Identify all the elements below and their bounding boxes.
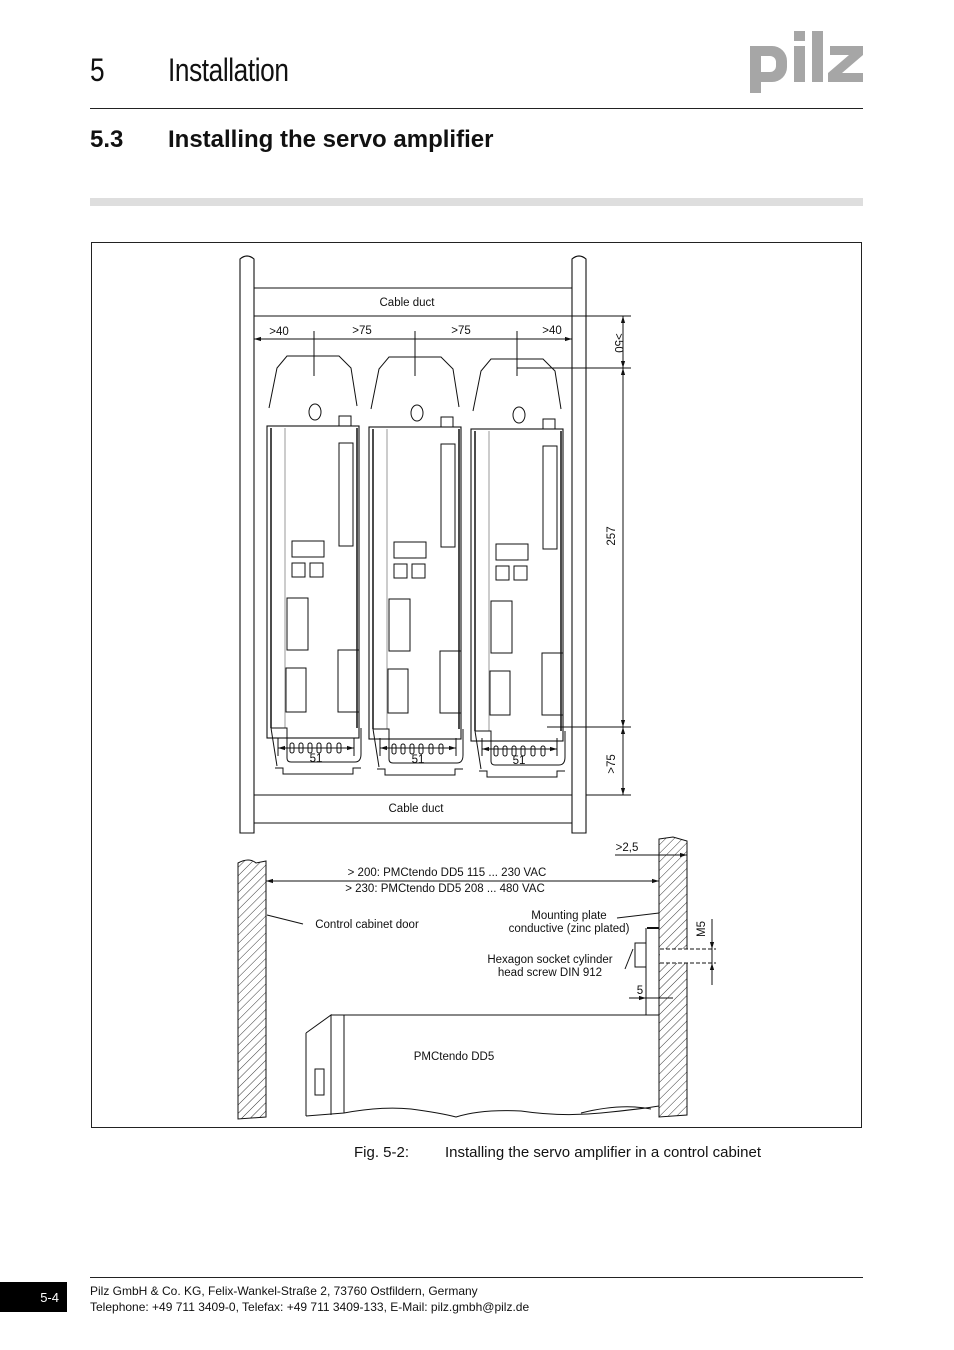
figure-caption-label: Fig. 5-2: xyxy=(354,1144,410,1161)
screw-label-1: Hexagon socket cylinder xyxy=(487,954,612,966)
top-cable-duct-label: Cable duct xyxy=(380,297,436,309)
screw-label-2: head screw DIN 912 xyxy=(498,967,602,979)
unit-width-1: 51 xyxy=(310,753,323,765)
depth-label-2: > 230: PMCtendo DD5 208 ... 480 VAC xyxy=(345,883,545,895)
servo-unit-1 xyxy=(266,355,362,775)
mounting-plate-label-1: Mounting plate xyxy=(531,910,606,922)
door-label: Control cabinet door xyxy=(315,919,419,931)
cabinet-door xyxy=(237,859,267,1120)
spacing-2-3: >75 xyxy=(451,325,471,337)
section-divider-bar xyxy=(90,198,863,206)
screw-offset-label: 5 xyxy=(637,985,643,997)
spacing-1-2: >75 xyxy=(352,325,372,337)
figure-caption-text: Installing the servo amplifier in a cont… xyxy=(445,1144,761,1161)
footer-rule xyxy=(90,1277,863,1278)
page-number: 5-4 xyxy=(0,1282,67,1312)
top-clearance: >50 xyxy=(612,333,624,353)
unit-width-3: 51 xyxy=(513,755,526,767)
installation-diagram: Cable duct >40 >75 >75 >40 51 51 51 xyxy=(237,255,716,1120)
depth-label-1: > 200: PMCtendo DD5 115 ... 230 VAC xyxy=(348,867,547,879)
spacing-right: >40 xyxy=(542,325,562,337)
left-rail xyxy=(239,255,255,834)
servo-unit-3 xyxy=(470,358,566,778)
spacing-left: >40 xyxy=(269,326,289,338)
pilz-logo xyxy=(750,31,863,93)
bottom-clearance: >75 xyxy=(606,754,618,774)
footer-contact: Telephone: +49 711 3409-0, Telefax: +49 … xyxy=(90,1300,530,1314)
thread-label: M5 xyxy=(696,921,708,937)
right-rail xyxy=(571,255,587,834)
chapter-title: Installation xyxy=(168,52,289,88)
plate-offset-label: >2,5 xyxy=(616,842,639,854)
unit-height: 257 xyxy=(606,526,618,545)
bottom-cable-duct-label: Cable duct xyxy=(389,803,445,815)
section-number: 5.3 xyxy=(90,126,124,153)
installation-figure: Cable duct >40 >75 >75 >40 51 51 51 xyxy=(91,242,862,1128)
servo-unit-2 xyxy=(368,356,464,776)
device-label: PMCtendo DD5 xyxy=(414,1051,495,1063)
section-title: Installing the servo amplifier xyxy=(168,126,494,153)
mounting-plate-label-2: conductive (zinc plated) xyxy=(509,923,630,935)
unit-width-2: 51 xyxy=(412,754,425,766)
header-rule xyxy=(90,108,863,109)
mounting-plate xyxy=(658,836,688,1118)
chapter-number: 5 xyxy=(90,52,105,88)
footer-address: Pilz GmbH & Co. KG, Felix-Wankel-Straße … xyxy=(90,1284,478,1298)
